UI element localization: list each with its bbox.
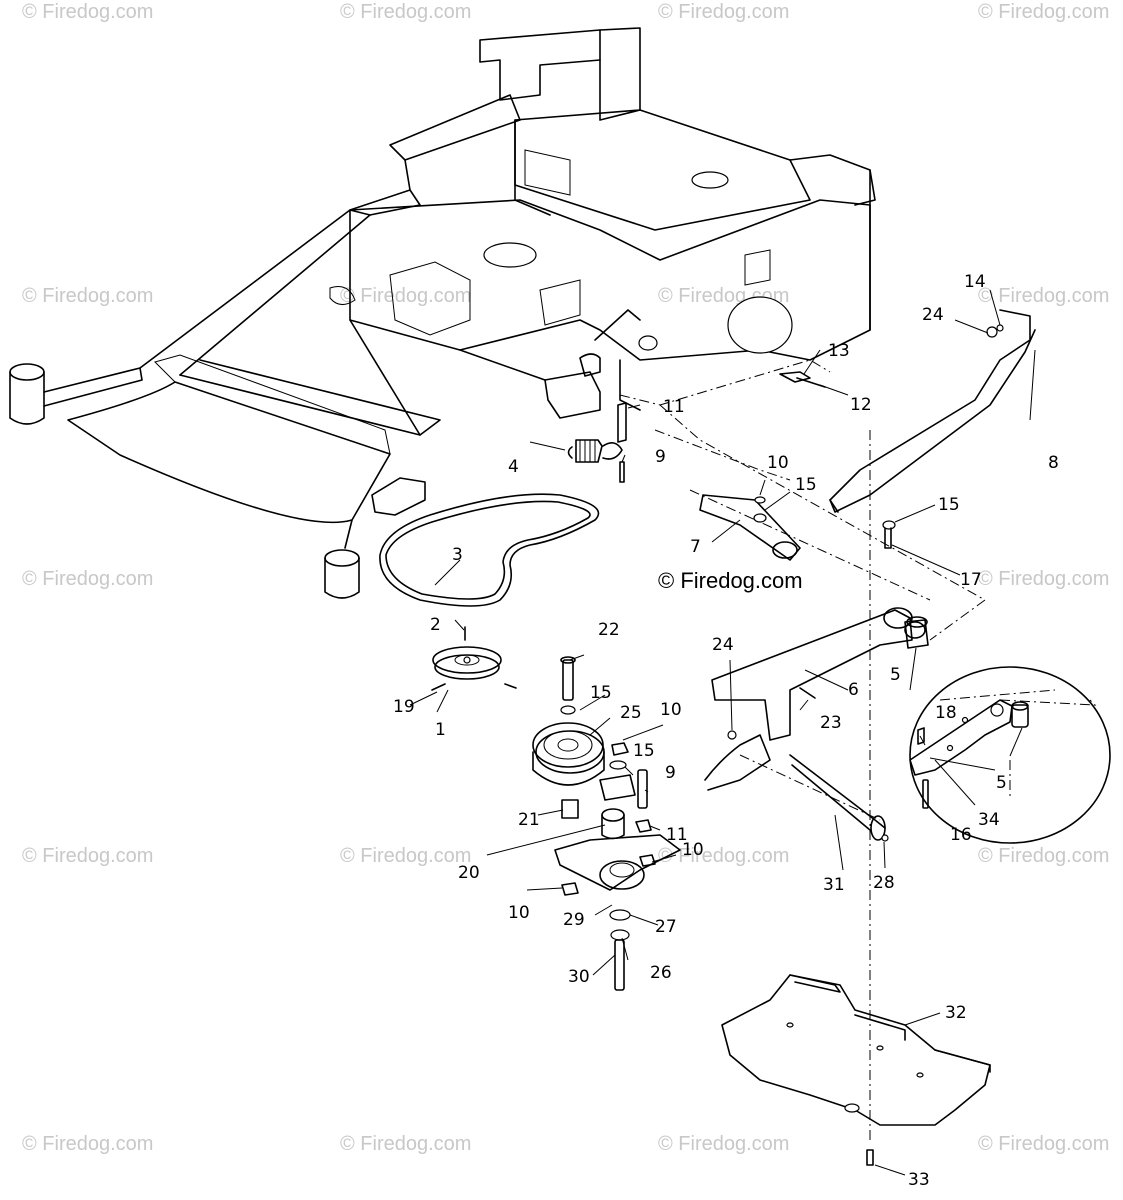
callout-16: 16 xyxy=(950,825,972,845)
watermark: © Firedog.com xyxy=(658,1,789,23)
callout-30: 30 xyxy=(568,967,590,987)
callout-34: 34 xyxy=(978,810,1000,830)
callout-23: 23 xyxy=(820,713,842,733)
callout-13: 13 xyxy=(828,341,850,361)
callout-26: 26 xyxy=(650,963,672,983)
callout-32: 32 xyxy=(945,1003,967,1023)
watermark: © Firedog.com xyxy=(22,1,153,23)
watermark: © Firedog.com xyxy=(340,285,471,307)
callout-20: 20 xyxy=(458,863,480,883)
watermark: © Firedog.com xyxy=(340,1133,471,1155)
callout-11: 11 xyxy=(663,397,685,417)
watermark: © Firedog.com xyxy=(22,845,153,867)
watermark-layer: © Firedog.com © Firedog.com © Firedog.co… xyxy=(22,1,1109,1155)
callout-14: 14 xyxy=(964,272,986,292)
callout-22: 22 xyxy=(598,620,620,640)
callout-28: 28 xyxy=(873,873,895,893)
callout-15-c: 15 xyxy=(633,741,655,761)
leader-lines xyxy=(409,289,1036,1176)
callout-18: 18 xyxy=(935,703,957,723)
callout-2: 2 xyxy=(430,615,441,635)
watermark: © Firedog.com xyxy=(340,1,471,23)
watermark: © Firedog.com xyxy=(340,845,471,867)
callout-24-top: 24 xyxy=(922,305,944,325)
watermark: © Firedog.com xyxy=(22,1133,153,1155)
callout-21: 21 xyxy=(518,810,540,830)
callout-33: 33 xyxy=(908,1170,930,1190)
callout-6: 6 xyxy=(848,680,859,700)
watermark: © Firedog.com xyxy=(978,1133,1109,1155)
callout-9-lower: 9 xyxy=(665,763,676,783)
callout-15-b: 15 xyxy=(590,683,612,703)
watermark: © Firedog.com xyxy=(658,1133,789,1155)
callout-10-b: 10 xyxy=(660,700,682,720)
watermark: © Firedog.com xyxy=(978,845,1109,867)
watermark: © Firedog.com xyxy=(978,285,1109,307)
callout-5: 5 xyxy=(890,665,901,685)
watermark: © Firedog.com xyxy=(658,845,789,867)
callout-4: 4 xyxy=(508,457,519,477)
callout-8: 8 xyxy=(1048,453,1059,473)
watermark: © Firedog.com xyxy=(978,1,1109,23)
callout-27: 27 xyxy=(655,917,677,937)
callout-9: 9 xyxy=(655,447,666,467)
callout-labels: 1 2 3 4 5 5 6 7 8 9 9 10 10 10 10 11 11 … xyxy=(393,272,1059,1190)
callout-19: 19 xyxy=(393,697,415,717)
callout-5-detail: 5 xyxy=(996,773,1007,793)
watermark: © Firedog.com xyxy=(22,285,153,307)
callout-10-c: 10 xyxy=(682,840,704,860)
watermark: © Firedog.com xyxy=(978,568,1109,590)
callout-7: 7 xyxy=(690,537,701,557)
callout-25: 25 xyxy=(620,703,642,723)
callout-12: 12 xyxy=(850,395,872,415)
callout-31: 31 xyxy=(823,875,845,895)
small-parts xyxy=(379,309,1111,1166)
callout-11-lower: 11 xyxy=(666,825,688,845)
callout-24: 24 xyxy=(712,635,734,655)
callout-1: 1 xyxy=(435,720,446,740)
callout-29: 29 xyxy=(563,910,585,930)
mower-frame xyxy=(9,27,876,599)
callout-17: 17 xyxy=(960,570,982,590)
assembly-lines xyxy=(619,359,1097,1140)
callout-10: 10 xyxy=(767,453,789,473)
watermark: © Firedog.com xyxy=(22,568,153,590)
callout-15: 15 xyxy=(795,475,817,495)
callout-10-d: 10 xyxy=(508,903,530,923)
callout-3: 3 xyxy=(452,545,463,565)
callout-15-d: 15 xyxy=(938,495,960,515)
watermark-center: © Firedog.com xyxy=(658,568,803,593)
